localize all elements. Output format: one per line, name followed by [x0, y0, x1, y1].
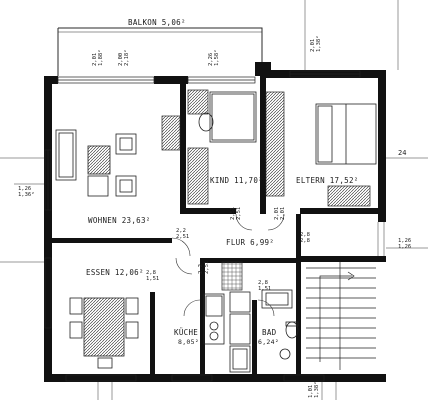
room-label-bad: BAD [262, 328, 277, 337]
door-mark-kind-b: 2,51 [236, 206, 242, 220]
door-mark-kueche-b: 2,51 [204, 260, 210, 274]
staircase [306, 262, 376, 370]
room-label-balkon: BALKON 5,06² [128, 18, 186, 27]
door-mark-wohnen-b: 2,51 [176, 234, 190, 240]
room-area-kueche: 8,05² [178, 338, 200, 346]
door-mark-wohnen: 2,2 2,51 [176, 228, 189, 240]
door-mark-eltern-b: 2,01 [280, 206, 286, 220]
balcony [57, 27, 263, 76]
door-mark-wohnen-a: 2,2 [176, 228, 186, 234]
dim-bottom-right-bot: 1,38² [314, 381, 320, 398]
door-mark-kueche: 2,2 2,51 [198, 261, 210, 274]
door-mark-essen-a: 2,8 [146, 270, 156, 276]
door-mark-bad-a: 2,8 [258, 280, 268, 286]
kind-furniture [198, 91, 257, 143]
door-mark-flur-right-a: 2,8 [300, 232, 310, 238]
dim-kind-window-bot: 1,58² [214, 49, 220, 66]
wohnen-furniture [55, 129, 137, 197]
dim-left-bot: 1,36² [18, 192, 35, 198]
door-mark-flur-right-b: 2,8 [300, 238, 310, 244]
room-label-kueche: KÜCHE [174, 328, 199, 337]
essen-furniture [69, 297, 139, 369]
door-mark-flur-right: 2,8 2,8 [300, 232, 310, 244]
room-label-kind: KIND 11,70² [210, 176, 263, 185]
door-swings [171, 213, 285, 317]
dim-right-edge: 24 [398, 149, 407, 157]
door-mark-essen: 2,8 1,51 [146, 270, 159, 282]
eltern-furniture [315, 103, 377, 165]
wardrobes [161, 89, 371, 291]
dim-eltern-window-bot: 1,38² [316, 35, 322, 52]
dim-eltern-window: 2,01 1,38² [310, 35, 322, 52]
room-label-eltern: ELTERN 17,52² [296, 176, 359, 185]
dim-balkon-b: 2,00 2,18² [118, 49, 130, 66]
room-area-bad: 6,24² [258, 338, 280, 346]
dim-balkon-b-bot: 2,18² [124, 49, 130, 66]
dim-left-top: 1,26 [18, 186, 32, 192]
room-label-essen: ESSEN 12,06² [86, 268, 144, 277]
windows [44, 70, 361, 382]
dim-balkon-a: 2,01 1,88² [92, 49, 104, 66]
door-mark-eltern: 2,01 2,01 [274, 207, 286, 220]
door-mark-bad-b: 1,51 [258, 286, 272, 292]
kitchen-fixtures [203, 291, 251, 373]
room-label-wohnen: WOHNEN 23,63² [88, 216, 151, 225]
dim-right: 1,26 1,26 [398, 238, 411, 250]
bath-fixtures [261, 289, 299, 360]
dim-kind-window: 2,26 1,58² [208, 49, 220, 66]
interior-walls [52, 78, 386, 374]
door-mark-essen-b: 1,51 [146, 276, 160, 282]
door-mark-bad: 2,8 1,51 [258, 280, 271, 292]
door-mark-kind: 2,51 2,51 [230, 207, 242, 220]
dim-balkon-a-bot: 1,88² [98, 49, 104, 66]
room-label-flur: FLUR 6,99² [226, 238, 275, 247]
dim-left: 1,26 1,36² [18, 186, 35, 198]
dim-bottom-right: 1,01 1,38² [308, 381, 320, 398]
dim-right-top: 1,26 [398, 238, 412, 244]
dim-right-bot: 1,26 [398, 244, 412, 250]
